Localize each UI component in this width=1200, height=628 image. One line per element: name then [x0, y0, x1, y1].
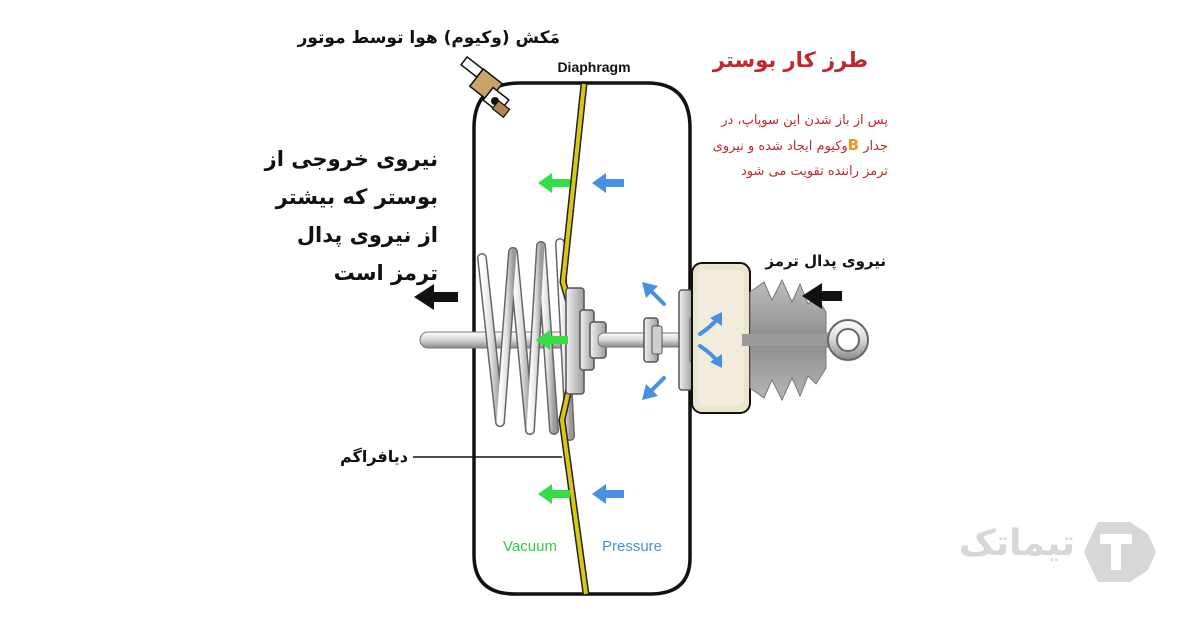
diaphragm-label-fa: دیافراگم: [340, 447, 408, 466]
output-force-line-4: ترمز است: [333, 261, 438, 285]
pressure-arrows: [592, 173, 624, 504]
logo-text: تیماتک: [958, 523, 1075, 564]
pressure-label: Pressure: [602, 538, 662, 555]
output-force-label: نیروی خروجی از بوستر که بیشتر از نیروی پ…: [264, 140, 438, 292]
description-line-2-start: جدار: [859, 139, 888, 154]
force-arrows: [414, 283, 842, 310]
description-line-1: پس از باز شدن این سوپاپ، در: [721, 113, 888, 128]
output-force-line-2: بوستر که بیشتر: [275, 185, 438, 209]
valve-b-marker: B: [847, 136, 860, 154]
engine-suction-label: مَکش (وکیوم) هوا توسط موتور: [297, 28, 560, 48]
pedal-force-label: نیروی پدال ترمز: [765, 252, 886, 270]
vacuum-label: Vacuum: [503, 538, 557, 555]
vacuum-check-valve-icon: [459, 55, 511, 119]
description-line-2-end: وکیوم ایجاد شده و نیروی: [712, 139, 848, 154]
output-force-line-3: از نیروی پدال: [296, 223, 438, 247]
diaphragm-label-en: Diaphragm: [557, 59, 630, 75]
booster-description: پس از باز شدن این سوپاپ، در جدار Bوکیوم …: [660, 108, 888, 184]
diagram-title: طرز کار بوستر: [712, 48, 868, 72]
gear-t-logo-icon: [1084, 522, 1156, 582]
output-force-line-1: نیروی خروجی از: [264, 147, 438, 171]
description-line-3: ترمز راننده تقویت می شود: [740, 164, 888, 179]
description-line-2: جدار Bوکیوم ایجاد شده و نیروی: [660, 133, 888, 159]
vacuum-arrows: [536, 173, 570, 504]
